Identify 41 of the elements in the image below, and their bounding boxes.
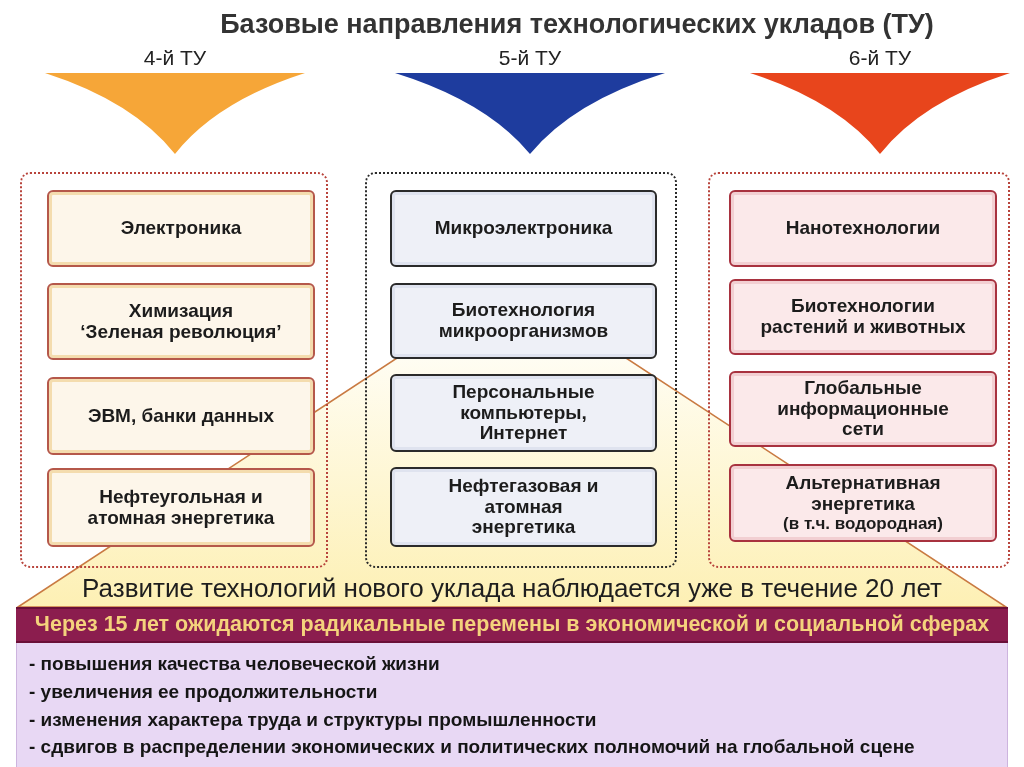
tier-label: 5-й ТУ xyxy=(498,46,562,71)
list-item: - изменения характера труда и структуры промышленности xyxy=(29,707,597,732)
direction-box xyxy=(47,190,315,267)
direction-box xyxy=(47,468,315,547)
direction-box xyxy=(729,190,997,267)
box-text: Нефтегазовая и атомная энергетика xyxy=(448,475,599,539)
list-item: - повышения качества человеческой жизни xyxy=(29,652,440,676)
direction-box xyxy=(390,190,657,267)
box-text: (в т.ч. водородная) xyxy=(783,514,943,534)
direction-box xyxy=(47,283,315,360)
direction-box xyxy=(390,374,657,452)
box-text: Микроэлектроника xyxy=(434,218,613,239)
tier-label: 6-й ТУ xyxy=(848,46,912,71)
list-item: - сдвигов в распределении экономических и политических полномочий на глобальной сцене xyxy=(29,735,915,759)
dotted-group-frame xyxy=(20,172,328,568)
dotted-group-frame xyxy=(365,172,677,568)
direction-box xyxy=(729,371,997,447)
box-text: Биотехнология микроорганизмов xyxy=(437,300,610,342)
box-text: ‘Зеленая революция’ xyxy=(80,321,282,343)
direction-box xyxy=(390,283,657,359)
list-panel xyxy=(16,643,1008,767)
direction-box xyxy=(47,377,315,455)
banner xyxy=(16,607,1008,643)
caption-text: Развитие технологий нового уклада наблюдается уже в течение 20 лет xyxy=(81,574,943,604)
box-text: Глобальные информационные сети xyxy=(776,377,950,441)
banner-text: Через 15 лет ожидаются радикальные перемены в экономической и социальной сферах xyxy=(34,613,990,637)
direction-box xyxy=(729,279,997,355)
box-text: ЭВМ, банки данных xyxy=(87,405,275,427)
box-text: Персональные компьютеры, Интернет xyxy=(451,381,596,445)
diagram-title: Базовые направления технологических укладов (ТУ) xyxy=(219,8,935,41)
box-text: Электроника xyxy=(120,218,242,239)
direction-box xyxy=(390,467,657,547)
direction-box xyxy=(729,464,997,542)
box-text: Химизация xyxy=(128,300,234,322)
tier-label: 4-й ТУ xyxy=(143,46,207,71)
box-text: Альтернативная энергетика xyxy=(784,472,942,515)
dotted-group-frame xyxy=(708,172,1010,568)
box-text: Нанотехнологии xyxy=(785,218,941,239)
box-text: Биотехнологии растений и животных xyxy=(759,296,967,338)
box-text: Нефтеугольная и атомная энергетика xyxy=(86,486,276,529)
list-item: - увеличения ее продолжительности xyxy=(29,679,378,704)
